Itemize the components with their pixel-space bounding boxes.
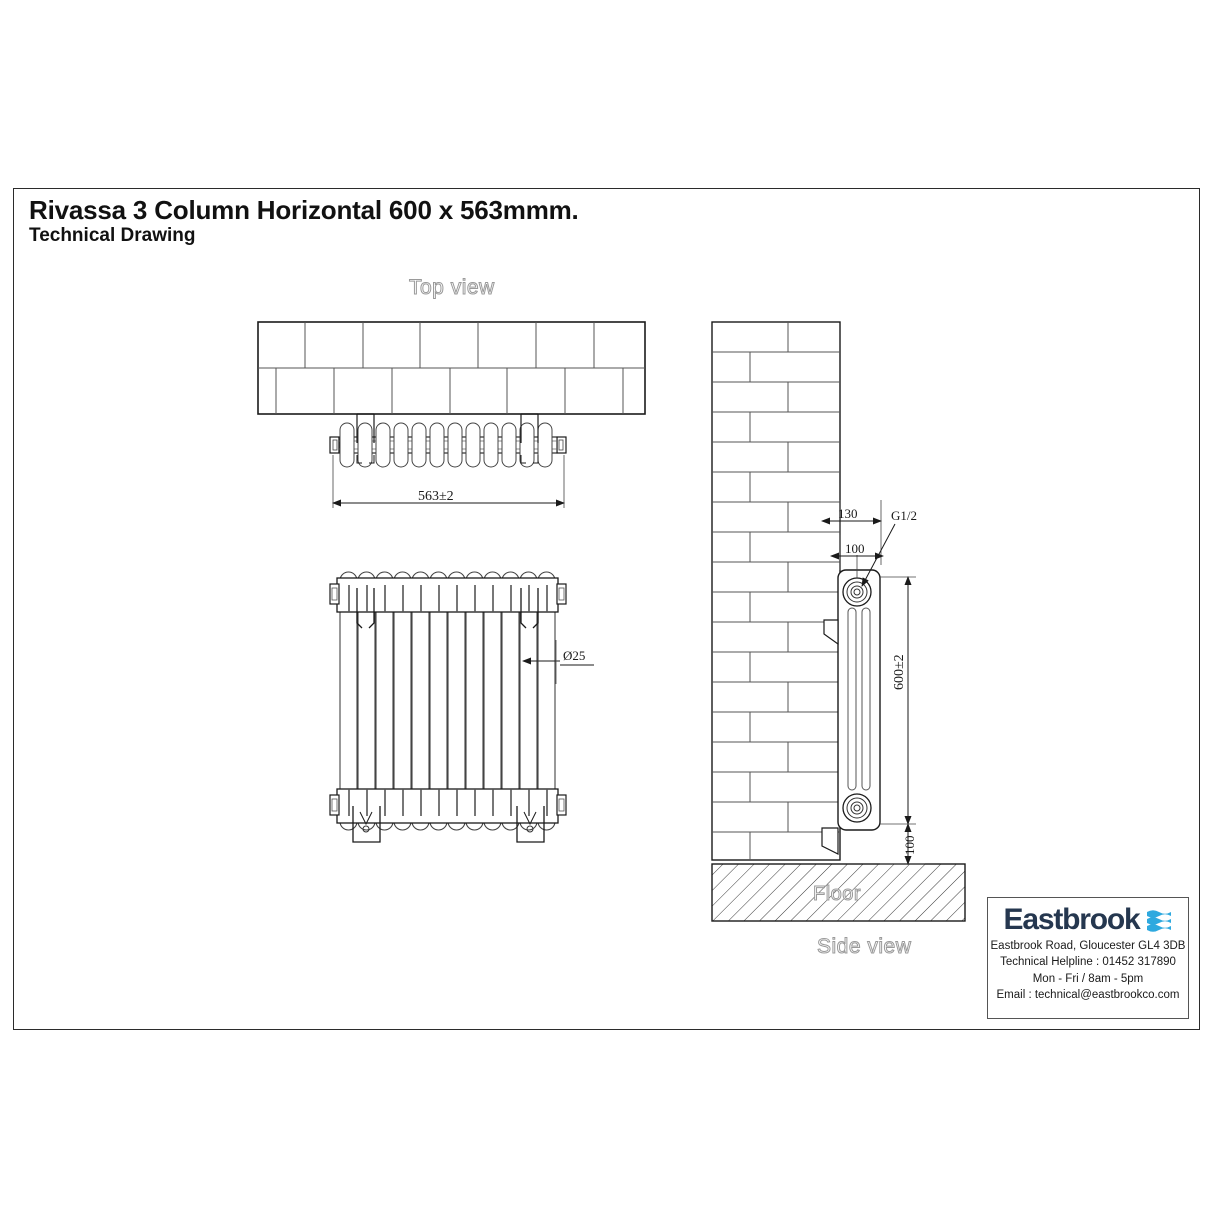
brand-contact-block: Eastbrook Eastbrook Road, Gloucester GL4… [987, 897, 1189, 1019]
brand-logo: Eastbrook [988, 902, 1188, 938]
dimension-label-bracket-offset: 100 [845, 541, 865, 556]
dimension-label-width: 563±2 [418, 489, 454, 504]
top-view-label: Top view [409, 276, 495, 300]
side-view-label: Side view [816, 935, 912, 959]
dimension-label-diameter: Ø25 [563, 648, 586, 663]
page-subtitle: Technical Drawing [29, 225, 196, 247]
wave-bars-icon [1146, 908, 1172, 932]
brand-hours: Mon - Fri / 8am - 5pm [1032, 972, 1144, 985]
brand-helpline: Technical Helpline : 01452 317890 [1000, 956, 1176, 969]
brand-address: Eastbrook Road, Gloucester GL4 3DB [990, 940, 1186, 952]
brand-wordmark: Eastbrook [1003, 903, 1141, 936]
floor-label: Floor [812, 883, 862, 906]
dimension-label-thread: G1/2 [891, 508, 917, 523]
dimension-label-height: 600±2 [892, 654, 907, 690]
brand-email: Email : technical@eastbrookco.com [996, 988, 1180, 1001]
page-title: Rivassa 3 Column Horizontal 600 x 563mmm… [29, 195, 579, 225]
title-block: Rivassa 3 Column Horizontal 600 x 563mmm… [29, 196, 729, 247]
dimension-label-wall-centre: 130 [838, 506, 858, 521]
dimension-label-floor-clearance: 100 [902, 835, 917, 856]
